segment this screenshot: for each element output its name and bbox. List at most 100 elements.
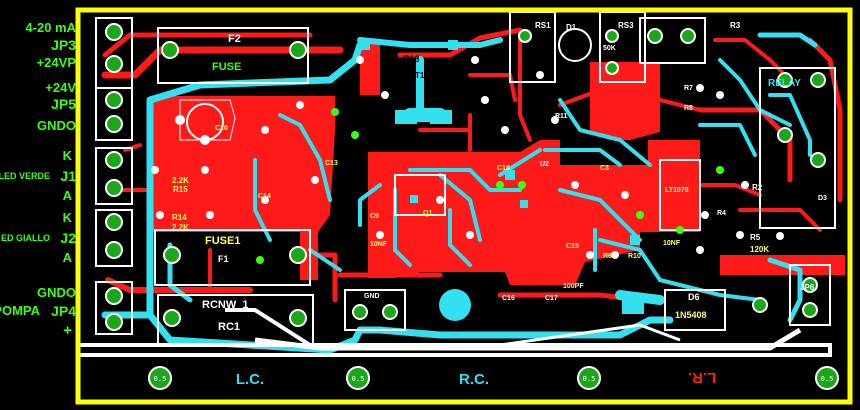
- ref-fuse1: FUSE1: [205, 235, 240, 247]
- pad-jp4-1: [105, 287, 123, 305]
- ref-c17: C17: [545, 295, 558, 302]
- pad-jp3-2: [105, 55, 123, 73]
- label-jp5: JP5: [51, 96, 76, 112]
- val-r15: 2.2K: [172, 176, 189, 185]
- relay-outline: [759, 67, 836, 229]
- svg-text:0.5: 0.5: [821, 375, 834, 383]
- label-lr-mirrored: L.R.: [688, 369, 716, 386]
- jp5-outline: [95, 87, 133, 141]
- label-jp4-gnd: GNDO: [37, 285, 76, 300]
- label-j1-k: K: [63, 148, 73, 163]
- jp6-outline: [789, 264, 831, 326]
- pad-jp5-2: [105, 115, 123, 133]
- label-j2-a: A: [63, 250, 73, 265]
- ref-r2: R2: [752, 183, 763, 192]
- ref-r10: R10: [628, 253, 641, 260]
- ref-c18: C18: [497, 165, 510, 172]
- q1-outline: [394, 174, 446, 216]
- label-jp5-gnd: GNDO: [37, 118, 76, 133]
- ref-d6: D6: [688, 292, 700, 302]
- label-jp3: JP3: [51, 37, 76, 53]
- ref-relay: RELAY: [768, 78, 801, 89]
- val-r5: 120K: [750, 245, 769, 254]
- ref-c13: C13: [325, 160, 338, 167]
- board-outline: [75, 7, 853, 405]
- label-rc: R.C.: [459, 371, 489, 388]
- silkscreen-heavy-lines: [254, 327, 802, 351]
- val-c11: 10NF: [663, 240, 681, 247]
- ref-r7: R7: [684, 85, 693, 92]
- side-labels: 4-20 mA JP3 +24VP +24V JP5 GNDO K LED VE…: [0, 20, 77, 339]
- ref-r8: R8: [684, 105, 693, 112]
- ref-r6: R6: [603, 253, 612, 260]
- ref-jp6: JP6: [800, 283, 815, 292]
- pad-jp3-1: [105, 23, 123, 41]
- ref-r15: R15: [173, 185, 188, 194]
- f2-outline: [157, 27, 309, 84]
- ref-c16: C16: [502, 295, 515, 302]
- label-j2-led: ED GIALLO: [1, 233, 50, 243]
- label-j1-a: A: [63, 188, 73, 203]
- ref-fuse: FUSE: [212, 61, 241, 73]
- label-lc: L.C.: [236, 371, 264, 388]
- pad-j1-1: [105, 151, 123, 169]
- ref-c14: C14: [258, 193, 271, 200]
- ref-rs1: RS1: [535, 21, 551, 30]
- ref-r5: R5: [750, 233, 761, 242]
- label-jp3-plus: +24VP: [37, 55, 77, 70]
- ref-c15: C15: [566, 243, 579, 250]
- label-jp4: JP4: [51, 303, 76, 319]
- label-jp4-plus: +: [63, 322, 72, 339]
- mount-hole-2: 0.5: [346, 366, 370, 390]
- connector-pads: [105, 23, 826, 331]
- pad-jp4-2: [105, 313, 123, 331]
- ref-r13: R13: [403, 54, 420, 64]
- bottom-copper-traces: [101, 32, 818, 354]
- ref-lt: LT1078: [665, 187, 689, 194]
- val-c15: 100PF: [563, 283, 584, 290]
- label-j2-k: K: [63, 210, 73, 225]
- j1-outline: [95, 147, 133, 205]
- ref-r11: R11: [555, 113, 568, 120]
- mount-hole-1: 0.5: [148, 366, 172, 390]
- ref-c10: C10: [215, 125, 228, 132]
- ref-q1: Q1: [423, 210, 432, 217]
- pad-j1-2: [105, 179, 123, 197]
- svg-text:0.5: 0.5: [583, 375, 596, 383]
- val-c9: 10NF: [370, 241, 388, 248]
- part-d6: 1N5408: [675, 310, 707, 320]
- ref-d3: D3: [818, 195, 827, 202]
- top-connector-outline: [639, 17, 706, 64]
- d1-outline: [558, 28, 592, 62]
- ref-u2: U2: [540, 161, 549, 168]
- ref-f1: F1: [218, 254, 229, 264]
- ref-r14: R14: [172, 213, 187, 222]
- ref-r3: R3: [730, 21, 741, 30]
- val-rs3: 50K: [603, 45, 616, 52]
- pad-j2-1: [105, 213, 123, 231]
- ref-rs3: RS3: [618, 21, 634, 30]
- val-r14: 2.2K: [172, 223, 189, 232]
- j2-outline: [95, 209, 133, 267]
- label-jp4-pompa: POMPA: [0, 303, 41, 318]
- ref-c9: C9: [370, 213, 379, 220]
- svg-text:0.5: 0.5: [154, 375, 167, 383]
- ref-gnd: GND: [364, 293, 380, 300]
- label-j1: J1: [60, 168, 76, 184]
- label-j2: J2: [60, 230, 76, 246]
- label-jp3-signal: 4-20 mA: [25, 20, 76, 35]
- mounting-hole-center: [439, 289, 471, 321]
- ref-t1: T1: [415, 71, 425, 80]
- svg-text:0.5: 0.5: [352, 375, 365, 383]
- pad-jp5-1: [105, 91, 123, 109]
- bottom-mount-holes: 0.5 0.5 0.5 0.5: [148, 366, 839, 390]
- pad-j2-2: [105, 241, 123, 259]
- d6-outline: [664, 289, 726, 331]
- mount-hole-4: 0.5: [815, 366, 839, 390]
- fuse1-outline: [154, 229, 311, 286]
- label-jp5-plus: +24V: [45, 80, 76, 95]
- ref-d1: D1: [566, 23, 577, 32]
- component-labels: F2 FUSE FUSE1 F1 RCNW_1 RC1 R13 T1 R15 2…: [172, 21, 827, 333]
